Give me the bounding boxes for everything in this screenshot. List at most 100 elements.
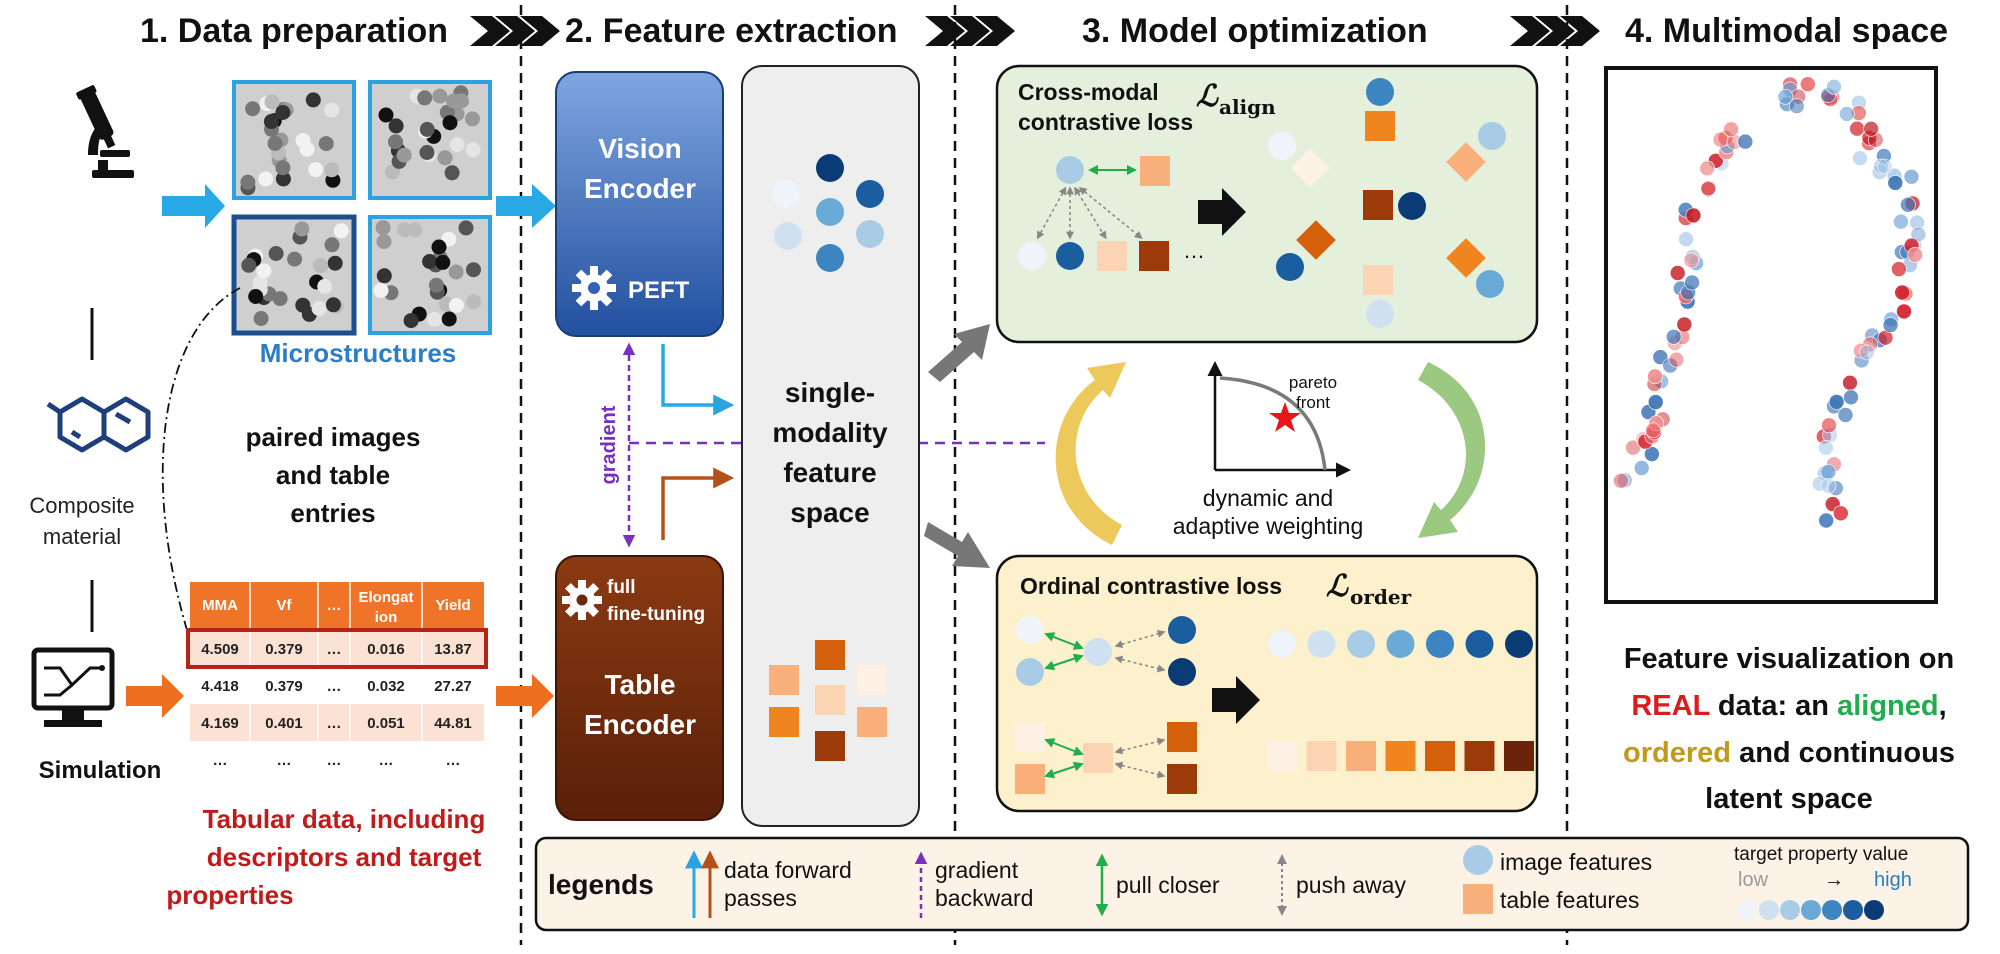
ordered-table-point (1346, 741, 1376, 771)
legend-scale-point (1822, 900, 1842, 920)
weighting-line1: dynamic and (1203, 485, 1333, 511)
microstructure-particle (448, 297, 464, 313)
latent-image-point (1837, 407, 1854, 423)
tabular-label-line1: Tabular data, including (203, 804, 486, 834)
table-cell: 13.87 (434, 641, 472, 658)
pull-arrow (1044, 761, 1084, 779)
latent-image-point (1903, 169, 1920, 185)
microstructure-particle (449, 137, 465, 152)
feature-cluster-image (772, 154, 884, 272)
composite-label-line1: Composite (29, 493, 134, 518)
microstructure-particle (324, 237, 340, 253)
microstructure-particle (444, 165, 460, 181)
ordered-image-point (1268, 630, 1296, 658)
ordered-image-point (1505, 630, 1533, 658)
aligned-image-point (1398, 192, 1426, 220)
microscope-icon (76, 85, 134, 178)
microstructure-particle (333, 223, 349, 239)
microstructure-particle (264, 94, 280, 110)
order-loss-symbol: ℒ (1326, 569, 1349, 604)
aligned-image-point (1478, 122, 1506, 150)
section-title-model-optimization: 3. Model optimization (1082, 12, 1428, 50)
paired-label-line3: entries (290, 498, 375, 528)
forward-arrow-table (661, 467, 735, 540)
legend-scale-point (1759, 900, 1779, 920)
legend-forward-line2: passes (724, 885, 797, 911)
section-chevron-2 (925, 16, 1015, 46)
table-row-bg (190, 741, 484, 778)
microstructure-particle (240, 174, 256, 190)
legend-arrow: → (1824, 869, 1844, 891)
latent-image-point (1644, 446, 1660, 462)
microstructure-particle (263, 114, 279, 129)
microstructure-particle (427, 312, 443, 327)
ordered-table-point (1504, 741, 1534, 771)
feature-image-point (774, 222, 802, 250)
table-encoder-line2: Encoder (584, 709, 696, 740)
table-cell: 0.401 (265, 715, 303, 732)
microstructure-particle (417, 90, 433, 106)
caption-real: REAL (1631, 690, 1709, 722)
microstructure-particle (325, 297, 341, 313)
anchor-image-point (1056, 156, 1084, 184)
latent-space-scatter (1613, 76, 1927, 529)
microstructure-particle (448, 264, 464, 280)
latent-table-point (1645, 422, 1661, 439)
microstructure-particle (295, 297, 311, 313)
feature-image-point (856, 220, 884, 248)
caption-line1: Feature visualization on (1624, 643, 1954, 675)
microstructure-particle (442, 115, 458, 131)
table-header-cell: Elongat (359, 589, 414, 606)
negative-table-point (1139, 241, 1169, 271)
pull-arrow (1044, 653, 1084, 671)
latent-table-point (1723, 121, 1739, 138)
latent-table-point (1613, 472, 1629, 489)
microstructure-particle (396, 147, 412, 163)
aligned-table-point (1365, 111, 1395, 141)
microstructure-particle (376, 234, 392, 249)
ordinal-image-point (1168, 616, 1196, 644)
microstructure-particle (324, 102, 340, 118)
latent-image-point (1900, 197, 1916, 213)
aligned-image-point (1366, 78, 1394, 106)
table-header-cell: MMA (202, 597, 238, 614)
feature-table-point (815, 731, 845, 761)
microstructure-particle (268, 246, 284, 261)
legend-target-title: target property value (1734, 844, 1908, 865)
caption-mid: data: an (1710, 690, 1837, 722)
microstructure-particle (376, 268, 392, 284)
legend-box (534, 836, 1970, 932)
feature-table-point (815, 685, 845, 715)
latent-image-point (1777, 89, 1794, 105)
ordinal-image-point (1168, 658, 1196, 686)
cross-modal-line1: Cross-modal (1018, 79, 1159, 105)
microstructure-particle (313, 258, 329, 274)
legend-gradient-line2: backward (935, 885, 1033, 911)
legend-push-label: push away (1296, 872, 1406, 898)
microstructure-particle (437, 150, 453, 166)
latent-image-point (1852, 150, 1868, 166)
ordinal-image-point (1016, 616, 1044, 644)
microstructure-particle (253, 311, 269, 326)
table-cell: 27.27 (434, 678, 472, 695)
microstructure-particle (431, 239, 447, 255)
latent-image-point (1839, 106, 1855, 122)
feature-table-point (815, 640, 845, 670)
cross-modal-line2: contrastive loss (1018, 109, 1193, 135)
feature-table-point (857, 707, 887, 737)
feature-image-point (816, 198, 844, 226)
latent-image-point (1882, 317, 1899, 333)
aligned-image-point (1366, 300, 1394, 328)
align-loss-symbol: ℒ (1196, 79, 1219, 114)
table-cell: 0.016 (367, 641, 405, 658)
microstructure-particle (464, 111, 480, 127)
microstructure-particle (446, 93, 462, 109)
transform-arrow (1198, 188, 1246, 236)
table-highlight-row (186, 628, 488, 669)
microstructure-particle (388, 134, 403, 150)
microstructure-particle (327, 255, 343, 271)
push-arrow (1114, 761, 1166, 779)
paired-table-point (1140, 156, 1170, 186)
arrow-images-to-vision (496, 184, 556, 228)
cross-modal-box (995, 64, 1539, 344)
